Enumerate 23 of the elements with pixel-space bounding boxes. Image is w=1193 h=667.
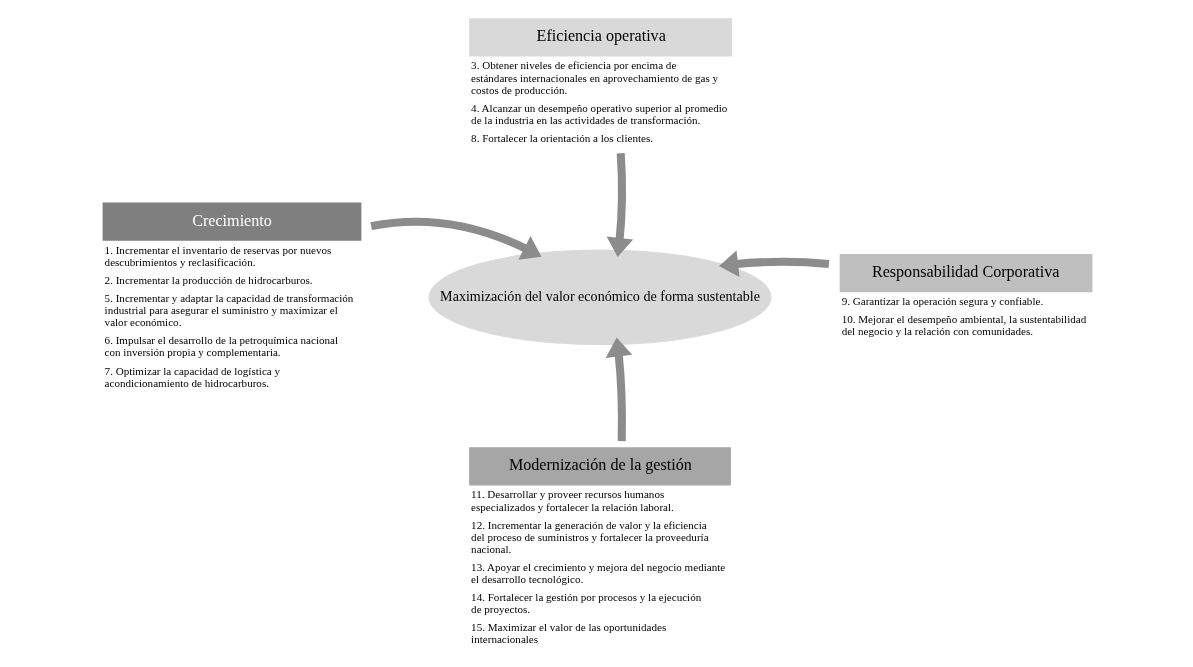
node-label: 4. Alcanzar un desempeño operativo superior al promedio de la industria en las actividades de transformación. [470,101,727,126]
arrow [718,250,829,278]
node-label: 9. Garantizar la operación segura y confiable. [841,295,1043,308]
node-label: 14. Fortalecer la gestión por procesos y la ejecución de proyectos. [470,591,701,616]
node-label: 5. Incrementar y adaptar la capacidad de transformación industrial para asegurar el suministro y maximizar el valor económico. [104,292,353,329]
node-label: 1. Incrementar el inventario de reservas por nuevos descubrimientos y reclasificación. [104,243,331,268]
node-box: Responsabilidad Corporativa [839,253,1092,293]
arrow [605,337,632,442]
node-label: 2. Incrementar la producción de hidrocarburos. [104,273,313,286]
arrow [369,217,541,260]
node-label: 8. Fortalecer la orientación a los clientes. [470,131,653,144]
node-label: 6. Impulsar el desarrollo de la petroquímica nacional con inversión propia y complementaria. [104,334,338,359]
node-label: 11. Desarrollar y proveer recursos humanos especializados y fortalecer la relación laboral. [470,488,674,513]
node-label: 10. Mejorar el desempeño ambiental, la sustentabilidad del negocio y la relación con comunidades. [841,313,1086,338]
node-box: Eficiencia operativa [468,18,732,57]
node-label: 3. Obtener niveles de eficiencia por encima de estándares internacionales en aprovechamiento de gas y costos de producción. [470,59,718,96]
node-label: 15. Maximizar el valor de las oportunidades internacionales [470,621,666,646]
node-label: 13. Apoyar el crecimiento y mejora del negocio mediante el desarrollo tecnológico. [470,560,725,586]
node-box: Modernización de la gestión [468,447,731,486]
node-label: 7. Optimizar la capacidad de logística y acondicionamiento de hidrocarburos. [104,364,280,389]
arrow [606,153,633,257]
node-box: Crecimiento [102,202,361,241]
node-label: 12. Incrementar la generación de valor y la eficiencia del proceso de suministros y fortalecer la proveeduría nacional. [470,518,709,555]
